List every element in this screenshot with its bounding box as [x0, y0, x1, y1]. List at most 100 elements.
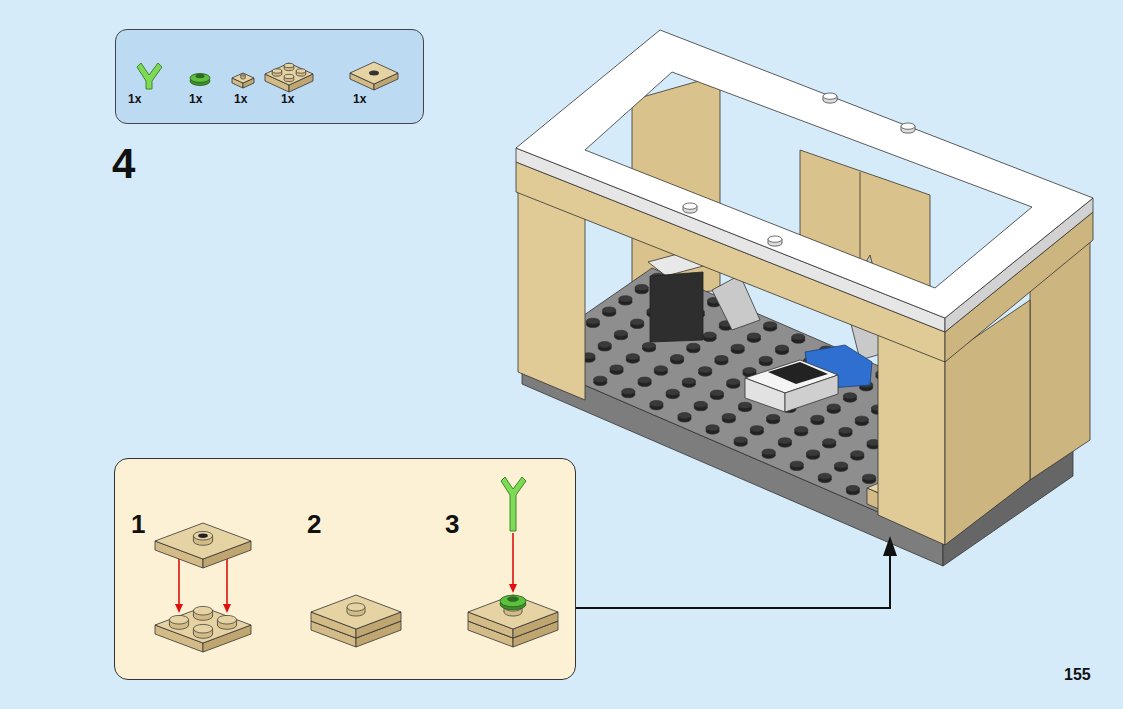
- stud-top: [598, 342, 611, 348]
- callout-arrowhead: [883, 536, 897, 556]
- stud-top: [193, 624, 212, 633]
- stud-top: [654, 366, 667, 372]
- plate-top: [468, 595, 558, 629]
- left-pillar: [518, 188, 585, 400]
- stud-top: [823, 93, 837, 99]
- stud-top: [347, 603, 365, 611]
- stud-top: [792, 334, 805, 340]
- part-plant-icon: [137, 63, 162, 89]
- stud-top: [901, 123, 915, 129]
- stud-top: [790, 461, 803, 467]
- stud-top: [764, 322, 777, 328]
- stud-top: [619, 296, 632, 302]
- part-quantity: 1x: [189, 93, 202, 105]
- stud-top: [703, 332, 716, 338]
- stud-top: [643, 342, 656, 348]
- front-lintel: [516, 162, 945, 362]
- red-arrow-head: [223, 604, 231, 613]
- stud-top: [631, 319, 644, 325]
- white-brick-front: [745, 378, 785, 412]
- stud-top: [635, 284, 648, 290]
- round-plate-stud: [507, 596, 519, 602]
- parts-list-panel: 1x 1x 1x 1x 1x: [115, 29, 424, 124]
- stud-top: [768, 236, 782, 242]
- stud-top: [715, 355, 728, 361]
- stud-top: [678, 413, 691, 419]
- stud-top: [851, 451, 864, 457]
- stud-top: [863, 474, 876, 480]
- part-quantity: 1x: [234, 93, 247, 105]
- stud-top: [687, 343, 700, 349]
- page-number: 155: [1064, 667, 1091, 683]
- step-number: 4: [112, 143, 135, 185]
- stud-top: [807, 450, 820, 456]
- stud-top: [296, 69, 306, 73]
- plant-piece: [501, 477, 526, 531]
- stud-top: [284, 74, 294, 78]
- stud-top: [284, 63, 294, 67]
- stud-top: [650, 400, 663, 406]
- stud-top: [699, 367, 712, 373]
- plate-top: [155, 607, 251, 643]
- stud-top: [762, 449, 775, 455]
- stud-top: [811, 415, 824, 421]
- stud-top: [739, 402, 752, 408]
- stud-side: [241, 75, 245, 78]
- red-arrow-line: [512, 533, 514, 586]
- stud-top: [750, 426, 763, 432]
- stud-top: [727, 379, 740, 385]
- round-plate-top: [500, 595, 526, 607]
- stud-top: [835, 462, 848, 468]
- stud-top: [747, 333, 760, 339]
- tile-hole: [369, 71, 379, 76]
- stud-top: [743, 368, 756, 374]
- round-plate-top: [190, 74, 210, 83]
- top-frame-front: [516, 148, 945, 332]
- stud-top: [823, 439, 836, 445]
- part-quantity: 1x: [128, 93, 141, 105]
- stud-top: [855, 416, 868, 422]
- stud-top: [682, 378, 695, 384]
- red-arrow-line: [226, 559, 228, 606]
- red-arrow-head: [175, 604, 183, 613]
- stud-top: [843, 393, 856, 399]
- stud-top: [217, 615, 236, 624]
- stud-top: [622, 388, 635, 394]
- stud-top: [767, 414, 780, 420]
- panel-illustration: [116, 30, 425, 125]
- stud-top: [610, 365, 623, 371]
- stud-top: [241, 74, 245, 76]
- stud-top: [778, 438, 791, 444]
- white-brick-tile: [768, 362, 828, 384]
- panel-illustration: [115, 459, 577, 681]
- stud-top: [193, 531, 212, 540]
- panel-drawing: [155, 477, 558, 652]
- plate-top: [232, 73, 254, 83]
- sub-assembly-panel: 123: [114, 458, 576, 680]
- part-quantity: 1x: [281, 93, 294, 105]
- stud-top: [846, 485, 859, 491]
- stud-top: [169, 615, 188, 624]
- sub-step-number: 3: [445, 511, 459, 537]
- stud-top: [710, 390, 723, 396]
- stud-top: [683, 203, 697, 209]
- white-brick-side: [785, 375, 838, 412]
- red-arrow-head: [509, 584, 517, 593]
- part-quantity: 1x: [353, 93, 366, 105]
- stud-top: [706, 425, 719, 431]
- stud-top: [759, 356, 772, 362]
- stud-top: [775, 345, 788, 351]
- sub-step-number: 1: [131, 511, 145, 537]
- stud-hole: [198, 534, 208, 538]
- stud-top: [731, 344, 744, 350]
- stud-top: [722, 413, 735, 419]
- stud-top: [795, 427, 808, 433]
- stud-top: [272, 69, 282, 73]
- stud-top: [671, 355, 684, 361]
- plate-top: [311, 595, 401, 629]
- dark-cabinet-front: [650, 272, 703, 342]
- stud-top: [193, 606, 212, 615]
- stud-top: [734, 437, 747, 443]
- round-plate-stud: [196, 74, 205, 78]
